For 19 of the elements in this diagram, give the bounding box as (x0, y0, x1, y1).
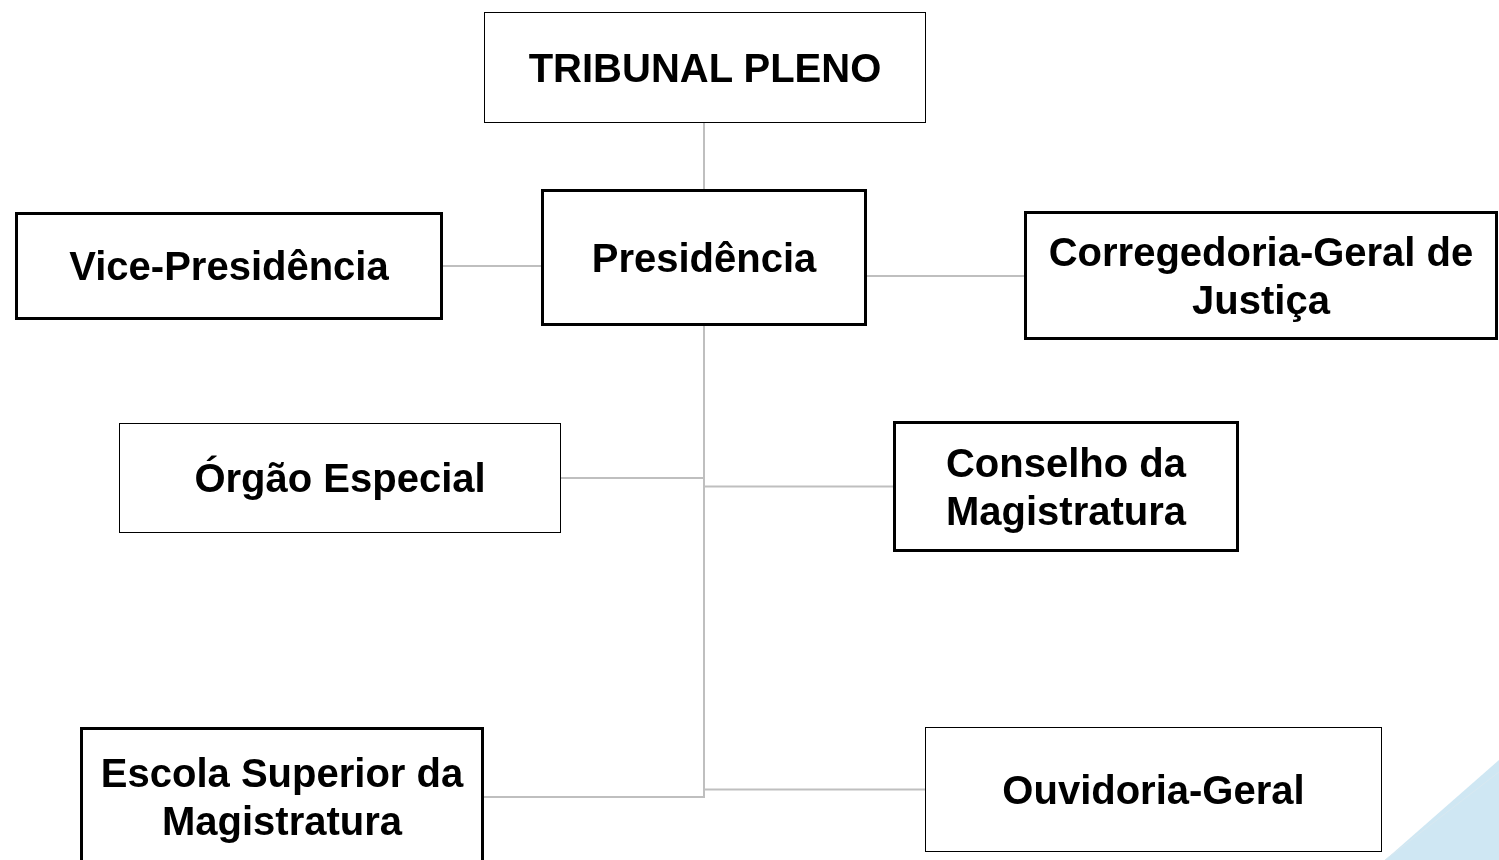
box-label: Conselho da Magistratura (944, 439, 1188, 535)
box-label: Órgão Especial (193, 454, 487, 502)
connector-line (442, 265, 542, 267)
org-box (80, 727, 484, 860)
org-box (541, 189, 867, 326)
box-label: Corregedoria-Geral de Justiça (1047, 228, 1475, 324)
box-label: Ouvidoria-Geral (1001, 766, 1306, 814)
org-box (925, 727, 1382, 852)
org-box (1024, 211, 1498, 340)
box-label: TRIBUNAL PLENO (527, 44, 883, 92)
org-box (15, 212, 443, 320)
box-label: Vice-Presidência (68, 243, 390, 290)
connector-line (866, 275, 1025, 277)
org-box (119, 423, 561, 533)
box-label: Escola Superior da Magistratura (99, 750, 465, 845)
org-box (484, 12, 926, 123)
connector-line (703, 122, 705, 190)
org-box (893, 421, 1239, 552)
box-label: Presidência (590, 234, 818, 282)
